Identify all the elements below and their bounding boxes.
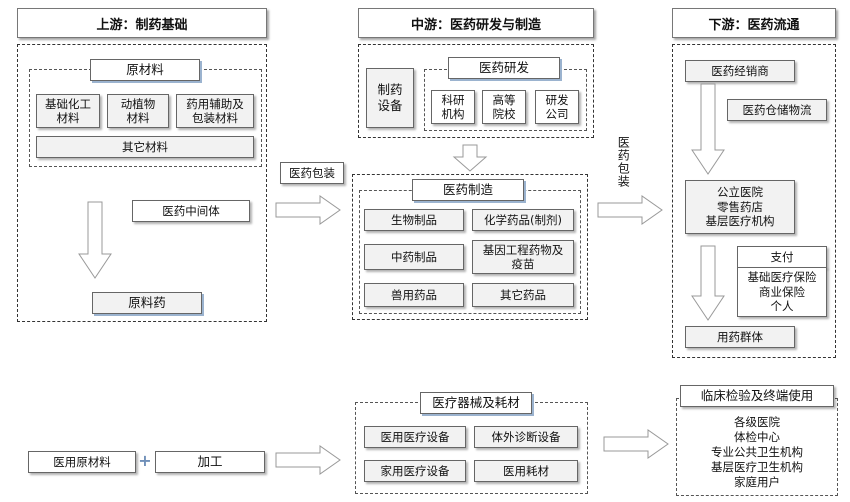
midstream-title: 中游：医药研发与制造 bbox=[358, 8, 594, 38]
intermediate-box: 医药中间体 bbox=[132, 200, 250, 222]
manufacturing-title: 医药制造 bbox=[412, 179, 524, 201]
api-box: 原料药 bbox=[92, 292, 202, 314]
right-arrow-mid-to-down bbox=[597, 195, 663, 225]
right-arrow-to-clinical bbox=[603, 429, 669, 459]
raw-materials-title: 原材料 bbox=[90, 59, 200, 81]
raw-material-other: 其它材料 bbox=[36, 136, 254, 158]
right-arrow-up-to-mid bbox=[275, 195, 341, 225]
rnd-companies: 研发 公司 bbox=[535, 90, 579, 124]
mfg-biologics: 生物制品 bbox=[364, 209, 464, 231]
payment-items: 基础医疗保险 商业保险 个人 bbox=[737, 267, 827, 317]
down-arrow-distribution bbox=[691, 83, 725, 175]
downstream-title: 下游：医药流通 bbox=[672, 8, 836, 38]
patients-box: 用药群体 bbox=[685, 326, 795, 348]
mfg-genetic-vaccines: 基因工程药物及 疫苗 bbox=[472, 240, 574, 274]
clinical-items: 各级医院 体检中心 专业公共卫生机构 基层医疗卫生机构 家庭用户 bbox=[711, 415, 803, 489]
rnd-universities: 高等 院校 bbox=[482, 90, 526, 124]
distributor-box: 医药经销商 bbox=[685, 60, 795, 82]
packaging-label-right: 医药包装 bbox=[616, 136, 631, 188]
medical-raw-material-box: 医用原材料 bbox=[28, 451, 136, 473]
upstream-title: 上游：制药基础 bbox=[17, 8, 267, 38]
right-arrow-to-devices bbox=[275, 445, 341, 475]
packaging-label-left: 医药包装 bbox=[280, 162, 344, 184]
pharma-equipment-box: 制药 设备 bbox=[366, 68, 414, 128]
mfg-other-drugs: 其它药品 bbox=[472, 283, 574, 307]
raw-material-chemical: 基础化工 材料 bbox=[36, 94, 100, 128]
mfg-veterinary: 兽用药品 bbox=[364, 283, 464, 307]
mfg-tcm: 中药制品 bbox=[364, 244, 464, 270]
rnd-research-institutes: 科研 机构 bbox=[431, 90, 475, 124]
payment-title: 支付 bbox=[737, 246, 827, 268]
clinical-title: 临床检验及终端使用 bbox=[680, 385, 834, 407]
upstream-section bbox=[17, 44, 267, 322]
device-medical-equipment: 医用医疗设备 bbox=[364, 426, 466, 448]
raw-material-excipients: 药用辅助及 包装材料 bbox=[176, 94, 254, 128]
device-ivd: 体外诊断设备 bbox=[474, 426, 578, 448]
device-home-equipment: 家用医疗设备 bbox=[364, 460, 466, 482]
logistics-box: 医药仓储物流 bbox=[727, 99, 827, 121]
mfg-chemical-drugs: 化学药品(制剂) bbox=[472, 209, 574, 231]
rnd-title: 医药研发 bbox=[448, 57, 560, 79]
downstream-section bbox=[672, 44, 836, 358]
raw-material-plant-animal: 动植物 材料 bbox=[107, 94, 169, 128]
devices-title: 医疗器械及耗材 bbox=[420, 392, 532, 414]
rnd-section bbox=[358, 44, 594, 138]
terminals-box: 公立医院 零售药店 基层医疗机构 bbox=[685, 180, 795, 234]
down-arrow-rnd-to-mfg bbox=[452, 144, 488, 172]
plus-icon: + bbox=[138, 451, 152, 470]
processing-box: 加工 bbox=[155, 451, 265, 473]
device-consumables: 医用耗材 bbox=[474, 460, 578, 482]
down-arrow-to-patients bbox=[691, 245, 725, 321]
manufacturing-section bbox=[352, 174, 588, 320]
down-arrow-upstream bbox=[78, 201, 112, 279]
